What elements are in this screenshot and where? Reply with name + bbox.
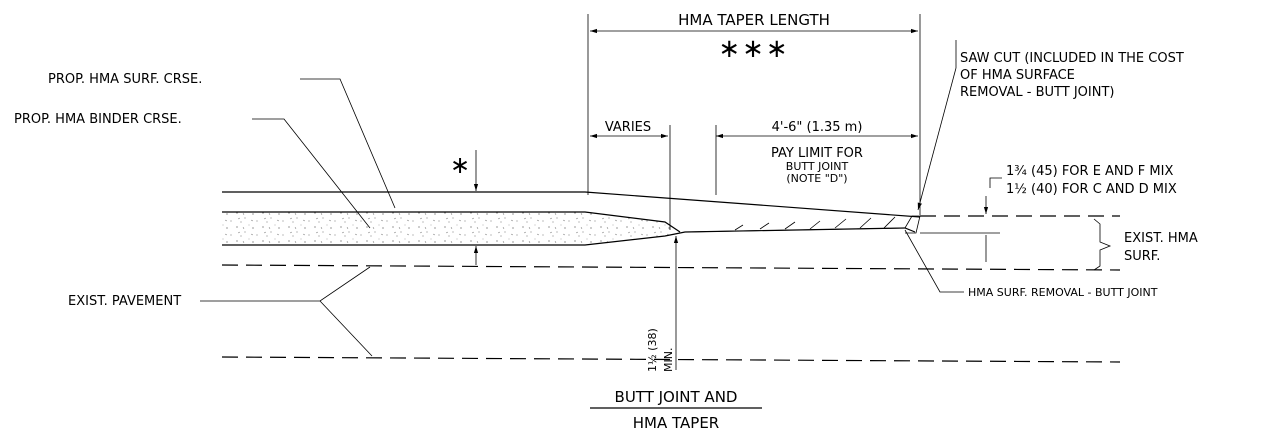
saw-cut-line-3: REMOVAL - BUTT JOINT) — [960, 85, 1114, 100]
mix-ef-label: 1¾ (45) FOR E AND F MIX — [1006, 164, 1173, 179]
pay-limit-line-3: (NOTE "D") — [786, 172, 847, 185]
butt-joint-hatch — [684, 215, 921, 234]
exist-hma-bracket — [1093, 218, 1112, 271]
star-marker: ∗ — [450, 151, 470, 179]
exist-pavement-bottom-line — [221, 356, 1121, 363]
varies-label: VARIES — [605, 120, 651, 135]
pay-limit-line-2: BUTT JOINT — [786, 160, 849, 173]
prop-surf-leader — [300, 78, 396, 209]
mix-cd-label: 1½ (40) FOR C AND D MIX — [1006, 182, 1177, 197]
exist-pavement-leader-1 — [200, 266, 371, 302]
exist-pavement-leader-2 — [319, 300, 373, 357]
four-six-label: 4'-6" (1.35 m) — [772, 120, 863, 135]
min-word-label: MIN. — [662, 348, 675, 372]
surface-course-top — [222, 191, 921, 218]
title-line-2: HMA TAPER — [633, 414, 719, 432]
exist-hma-line-2: SURF. — [1124, 249, 1160, 264]
surf-removal-leader — [904, 229, 964, 293]
taper-note-stars: ∗∗∗ — [718, 34, 789, 64]
exist-hma-bottom-line — [221, 264, 1121, 271]
saw-cut-line-1: SAW CUT (INCLUDED IN THE COST — [960, 51, 1184, 66]
exist-pavement-label: EXIST. PAVEMENT — [68, 294, 181, 309]
min-dim-label: 1½ (38) — [646, 328, 659, 372]
saw-cut-line-2: OF HMA SURFACE — [960, 68, 1075, 83]
saw-cut-leader — [917, 67, 957, 211]
mix-bracket — [989, 177, 1002, 188]
prop-surf-label: PROP. HMA SURF. CRSE. — [48, 72, 202, 87]
surf-removal-label: HMA SURF. REMOVAL - BUTT JOINT — [968, 286, 1158, 299]
binder-course-top — [222, 211, 681, 233]
binder-course-fill — [222, 212, 680, 245]
pay-limit-line-1: PAY LIMIT FOR — [771, 146, 863, 161]
title-line-1: BUTT JOINT AND — [615, 388, 738, 406]
exist-hma-line-1: EXIST. HMA — [1124, 231, 1198, 246]
prop-binder-leader — [252, 118, 371, 229]
taper-length-label: HMA TAPER LENGTH — [678, 11, 830, 29]
prop-binder-label: PROP. HMA BINDER CRSE. — [14, 112, 182, 127]
binder-course-bottom — [222, 227, 916, 246]
